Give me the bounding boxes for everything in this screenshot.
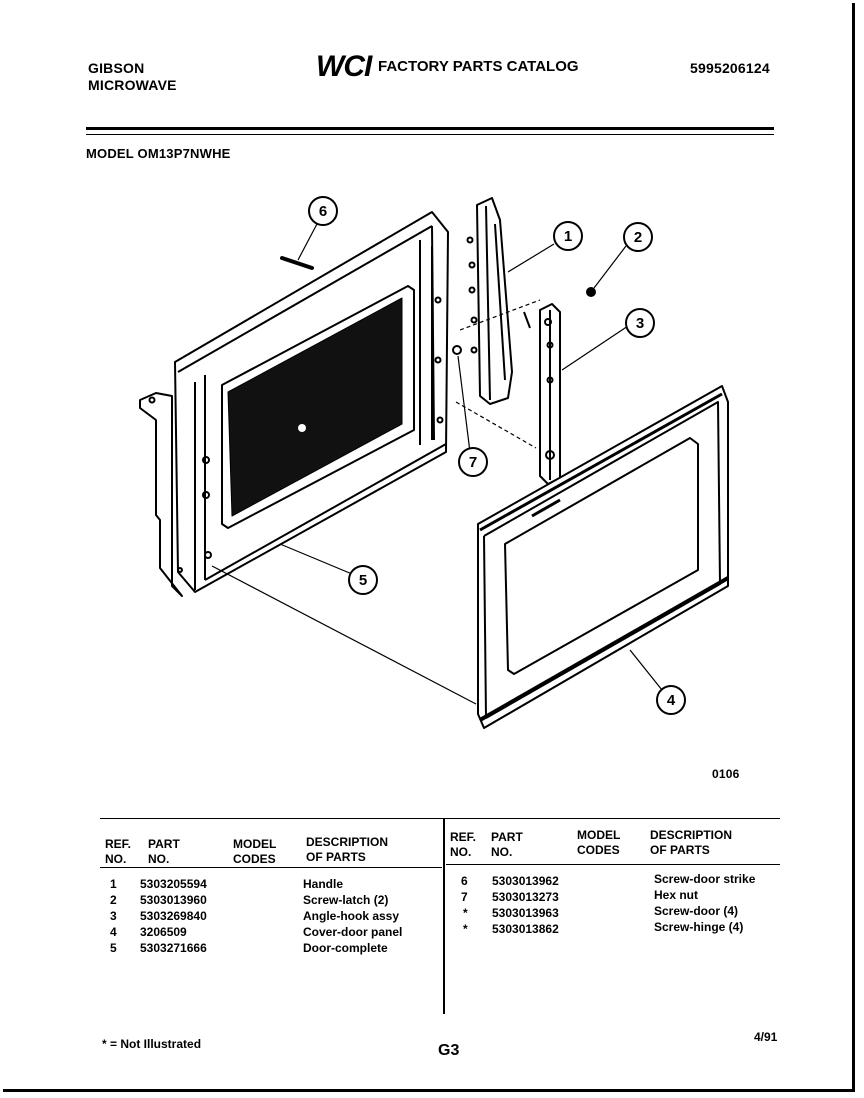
right-row-4-desc: Screw-hinge (4) bbox=[654, 920, 744, 934]
left-row-5-ref: 5 bbox=[110, 941, 117, 955]
right-row-2-part: 5303013273 bbox=[492, 890, 559, 904]
callout-5-circle bbox=[348, 565, 378, 595]
left-row-2-desc: Screw-latch (2) bbox=[303, 893, 389, 907]
right-header-desc: DESCRIPTION OF PARTS bbox=[650, 828, 733, 857]
left-row-5-desc: Door-complete bbox=[303, 941, 388, 955]
left-header-desc: DESCRIPTION OF PARTS bbox=[306, 835, 389, 864]
catalog-title: FACTORY PARTS CATALOG bbox=[378, 58, 579, 75]
header-rule-bottom bbox=[86, 134, 774, 135]
model-label: MODEL OM13P7NWHE bbox=[86, 146, 231, 161]
page-border bbox=[3, 3, 855, 1092]
callout-7: 7 bbox=[469, 454, 477, 471]
right-row-2-ref: 7 bbox=[461, 890, 468, 904]
not-illustrated-note: * = Not Illustrated bbox=[102, 1037, 202, 1051]
callout-3: 3 bbox=[636, 315, 644, 332]
left-row-2-part: 5303013960 bbox=[140, 893, 207, 907]
door-strike-screw-drawing bbox=[280, 256, 314, 270]
left-header-ref: REF. NO. bbox=[105, 837, 132, 866]
callout-2: 2 bbox=[634, 229, 642, 246]
revision-date: 4/91 bbox=[754, 1030, 778, 1044]
callout-6-circle bbox=[308, 196, 338, 226]
right-row-1-ref: 6 bbox=[461, 874, 468, 888]
right-row-4-ref: * bbox=[463, 922, 468, 936]
table-divider bbox=[443, 818, 445, 1014]
handle-drawing bbox=[466, 197, 513, 405]
right-row-3-part: 5303013963 bbox=[492, 906, 559, 920]
right-row-3-ref: * bbox=[463, 906, 468, 920]
header-rule-top bbox=[86, 127, 774, 130]
left-row-3-ref: 3 bbox=[110, 909, 117, 923]
callout-7-circle bbox=[458, 447, 488, 477]
right-header-model: MODEL CODES bbox=[577, 828, 621, 857]
left-row-5-part: 5303271666 bbox=[140, 941, 207, 955]
table-right-header-rule bbox=[446, 864, 780, 865]
callout-6: 6 bbox=[319, 203, 327, 220]
callout-3-circle bbox=[625, 308, 655, 338]
right-row-4-part: 5303013862 bbox=[492, 922, 559, 936]
table-left-header-rule bbox=[100, 867, 442, 868]
door-frame-drawing bbox=[139, 211, 449, 597]
right-header-ref: REF. NO. bbox=[450, 830, 477, 859]
right-row-3-desc: Screw-door (4) bbox=[654, 904, 739, 918]
page-code: G3 bbox=[438, 1042, 460, 1059]
right-row-1-part: 5303013962 bbox=[492, 874, 559, 888]
left-row-4-desc: Cover-door panel bbox=[303, 925, 403, 939]
callout-4: 4 bbox=[667, 692, 676, 709]
brand-line-1: GIBSON bbox=[88, 60, 145, 76]
left-row-2-ref: 2 bbox=[110, 893, 117, 907]
left-row-1-desc: Handle bbox=[303, 877, 344, 891]
screw-latch-drawing bbox=[586, 287, 596, 297]
callout-2-circle bbox=[623, 222, 653, 252]
table-top-rule bbox=[100, 818, 780, 819]
callout-1-circle bbox=[553, 221, 583, 251]
left-row-3-part: 5303269840 bbox=[140, 909, 207, 923]
right-row-2-desc: Hex nut bbox=[654, 888, 699, 902]
callout-5: 5 bbox=[359, 572, 367, 589]
cover-panel-drawing bbox=[477, 385, 729, 729]
exploded-diagram: 1 2 3 4 5 6 7 bbox=[139, 196, 729, 729]
left-row-1-ref: 1 bbox=[110, 877, 117, 891]
left-row-4-ref: 4 bbox=[110, 925, 117, 939]
wci-logo: WCI bbox=[316, 50, 372, 83]
right-row-1-desc: Screw-door strike bbox=[654, 872, 756, 886]
left-row-1-part: 5303205594 bbox=[140, 877, 207, 891]
left-row-3-desc: Angle-hook assy bbox=[303, 909, 400, 923]
right-header-part: PART NO. bbox=[491, 830, 523, 859]
hex-nut-drawing bbox=[452, 345, 462, 355]
figure-code: 0106 bbox=[712, 767, 740, 781]
callout-1: 1 bbox=[564, 228, 572, 245]
left-row-4-part: 3206509 bbox=[140, 925, 187, 939]
brand-line-2: MICROWAVE bbox=[88, 77, 177, 93]
callout-4-circle bbox=[656, 685, 686, 715]
left-header-model: MODEL CODES bbox=[233, 837, 277, 866]
catalog-number: 5995206124 bbox=[690, 60, 770, 76]
angle-hook-drawing bbox=[523, 303, 561, 485]
left-header-part: PART NO. bbox=[148, 837, 180, 866]
